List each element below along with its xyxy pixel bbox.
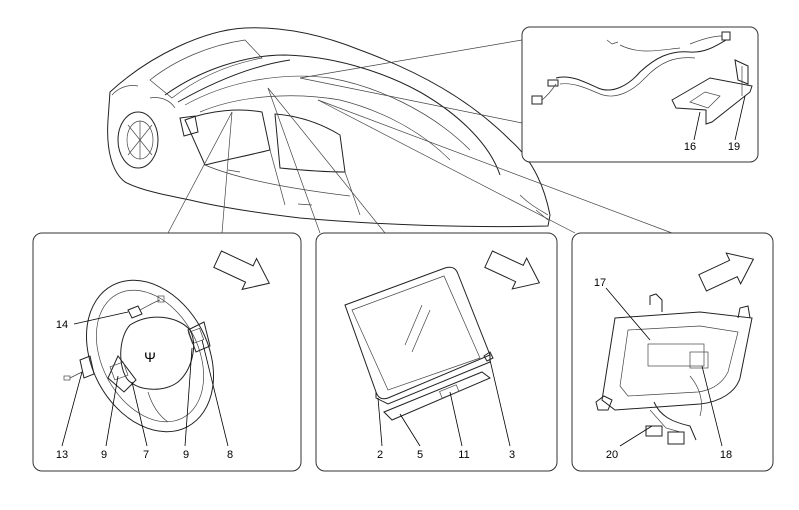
callout-18: 18 (720, 449, 732, 461)
callout-20: 20 (606, 449, 618, 461)
car-illustration (107, 27, 551, 228)
bracket-panel: 17 20 18 (571, 232, 774, 472)
callout-5: 5 (417, 449, 423, 461)
callout-14: 14 (56, 319, 68, 331)
callout-13: 13 (56, 449, 68, 461)
callout-11: 11 (458, 449, 469, 461)
callout-17: 17 (594, 277, 606, 289)
zoom-leader-lines (167, 39, 673, 234)
callout-7: 7 (143, 449, 149, 461)
inset-wiring-panel: 16 19 (521, 26, 759, 163)
direction-arrow-icon (484, 250, 541, 290)
callout-19: 19 (728, 141, 740, 153)
callout-9-right: 9 (183, 449, 189, 461)
callout-8: 8 (227, 449, 233, 461)
steering-wheel-panel: Ψ 14 13 9 7 9 8 (32, 232, 302, 472)
trident-logo-icon: Ψ (144, 349, 156, 365)
direction-arrow-icon (698, 252, 755, 292)
direction-arrow-icon (213, 250, 271, 291)
callout-16: 16 (684, 141, 696, 153)
callout-3: 3 (509, 449, 515, 461)
callout-2: 2 (377, 449, 383, 461)
callout-9-left: 9 (101, 449, 107, 461)
display-panel: 2 5 11 3 (315, 232, 558, 472)
